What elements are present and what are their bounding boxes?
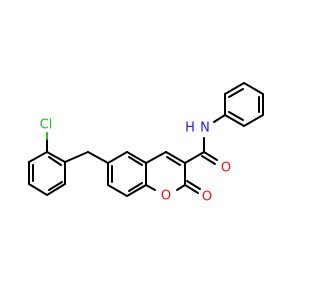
n-phenyl-bond bbox=[213, 114, 226, 123]
chlorophenyl-ring bbox=[28, 151, 66, 196]
chlorine-label: Cl bbox=[40, 118, 53, 133]
pyranone-ring bbox=[145, 151, 186, 191]
amide-c-bond bbox=[184, 151, 205, 164]
lactone-co-bond-2 bbox=[186, 180, 201, 190]
molecule-structure: Cl O O O N H bbox=[28, 82, 264, 205]
benzyl-bond-2 bbox=[87, 151, 109, 164]
nitrogen-h-label: H bbox=[185, 121, 195, 136]
amide-co-bond-2 bbox=[201, 155, 216, 165]
lactone-oxygen-label: O bbox=[202, 190, 212, 205]
amide-co-bond-1 bbox=[203, 151, 218, 161]
nitrogen-label: N bbox=[200, 121, 210, 136]
benzyl-bond-1 bbox=[64, 151, 89, 163]
coumarin-benzo-ring bbox=[107, 151, 147, 197]
ring-oxygen-label: O bbox=[161, 189, 171, 204]
lactone-co-bond-1 bbox=[184, 184, 199, 194]
amide-oxygen-label: O bbox=[221, 161, 231, 176]
phenyl-ring bbox=[224, 82, 264, 127]
